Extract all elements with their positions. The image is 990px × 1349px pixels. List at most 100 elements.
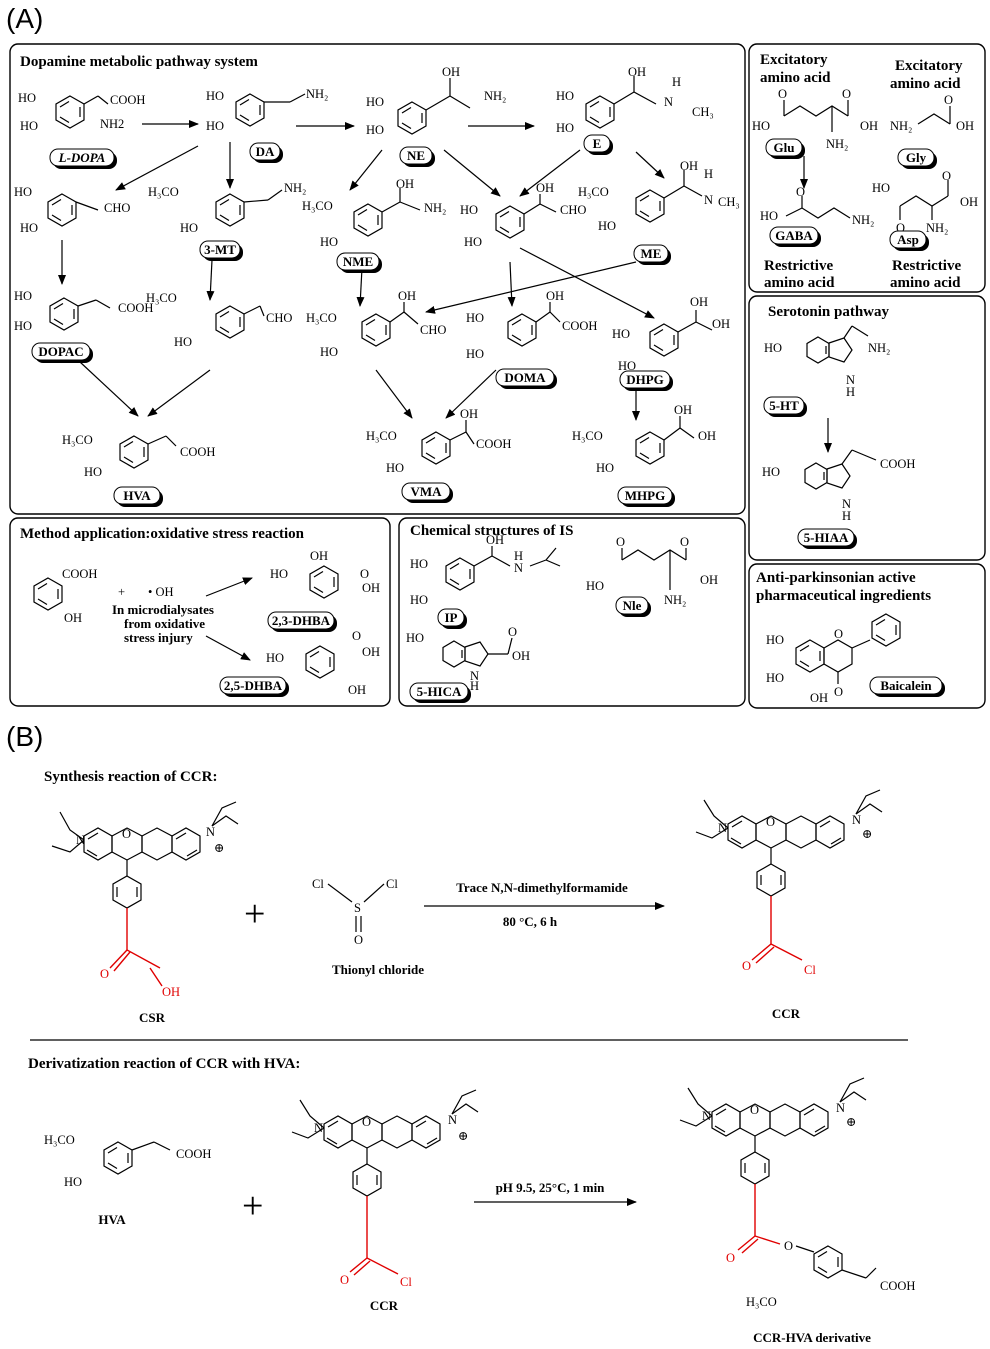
tag-baicalein: Baicalein bbox=[869, 676, 945, 697]
dopac-structure: HO HO COOH bbox=[14, 289, 153, 333]
oxidative-box bbox=[9, 517, 391, 707]
synthesis-title: Synthesis reaction of CCR: bbox=[44, 769, 217, 785]
svg-text:H: H bbox=[672, 75, 681, 89]
synthesis-condition-1: Trace N,N-dimethylformamide bbox=[456, 880, 628, 895]
svg-text:Gly: Gly bbox=[906, 150, 927, 165]
svg-text:NH₂: NH₂ bbox=[664, 593, 686, 607]
svg-text:CHO: CHO bbox=[420, 323, 446, 337]
svg-text:OH: OH bbox=[712, 317, 730, 331]
restrictive-title-1b: amino acid bbox=[764, 275, 835, 291]
svg-text:COOH: COOH bbox=[562, 319, 597, 333]
tag-me: ME bbox=[633, 244, 671, 265]
svg-text:O: O bbox=[742, 959, 751, 973]
svg-text:OH: OH bbox=[536, 181, 554, 195]
svg-text:NH₂: NH₂ bbox=[424, 201, 446, 215]
svg-text:HO: HO bbox=[84, 465, 102, 479]
svg-text:OH: OH bbox=[64, 611, 82, 625]
svg-text:N: N bbox=[702, 1109, 711, 1123]
svg-text:OH: OH bbox=[362, 645, 380, 659]
svg-text:N: N bbox=[206, 825, 215, 839]
svg-text:O: O bbox=[834, 685, 843, 699]
svg-text:N: N bbox=[76, 833, 85, 847]
svg-text:NME: NME bbox=[343, 254, 373, 269]
svg-text:CHO: CHO bbox=[560, 203, 586, 217]
gly-structure: NH₂ O OH bbox=[890, 93, 974, 133]
svg-text:⊕: ⊕ bbox=[862, 827, 872, 841]
tag-doma: DOMA bbox=[495, 368, 557, 389]
tag-25dhba: 2,5-DHBA bbox=[219, 676, 289, 697]
tag-dopac: DOPAC bbox=[31, 342, 93, 363]
svg-text:O: O bbox=[122, 827, 131, 841]
svg-text:OH: OH bbox=[460, 407, 478, 421]
svg-text:OH: OH bbox=[960, 195, 978, 209]
svg-text:NE: NE bbox=[407, 148, 425, 163]
svg-text:HO: HO bbox=[760, 209, 778, 223]
ccr-product-structure: O N N ⊕ O Cl bbox=[695, 789, 883, 977]
panel-a-label: (A) bbox=[6, 3, 43, 34]
tag-5hica: 5-HICA bbox=[409, 682, 471, 703]
svg-text:HO: HO bbox=[14, 319, 32, 333]
svg-text:DOPAC: DOPAC bbox=[38, 344, 83, 359]
ccr-hva-structure: O N N ⊕ O O H₃CO COOH bbox=[679, 1077, 915, 1309]
svg-text:O: O bbox=[616, 535, 625, 549]
svg-text:NH₂: NH₂ bbox=[890, 119, 912, 133]
is-box bbox=[398, 517, 746, 707]
excitatory-box bbox=[748, 43, 986, 293]
svg-text:S: S bbox=[354, 901, 361, 915]
svg-text:⊕: ⊕ bbox=[846, 1115, 856, 1129]
mopegal-structure: H₃CO HO OH CHO bbox=[306, 289, 446, 359]
salicylic-structure: COOH OH bbox=[33, 567, 97, 625]
tag-glu: Glu bbox=[765, 138, 805, 159]
svg-text:MHPG: MHPG bbox=[625, 488, 665, 503]
svg-text:OH: OH bbox=[628, 65, 646, 79]
svg-text:VMA: VMA bbox=[410, 484, 442, 499]
svg-text:CHO: CHO bbox=[266, 311, 292, 325]
svg-text:OH: OH bbox=[810, 691, 828, 705]
svg-text:NH₂: NH₂ bbox=[926, 221, 948, 235]
svg-text:Asp: Asp bbox=[897, 232, 919, 247]
dopamine-arrows bbox=[58, 120, 665, 421]
svg-text:HO: HO bbox=[464, 235, 482, 249]
dhba25-structure: HO O OH OH bbox=[266, 629, 380, 697]
svg-text:N: N bbox=[718, 821, 727, 835]
svg-text:H₃CO: H₃CO bbox=[572, 429, 603, 443]
svg-text:N: N bbox=[448, 1113, 457, 1127]
svg-text:H₃CO: H₃CO bbox=[146, 291, 177, 305]
tag-dhpg: DHPG bbox=[619, 370, 673, 391]
tag-nme: NME bbox=[336, 252, 382, 273]
svg-text:N: N bbox=[842, 497, 851, 511]
tag-ldopa: L-DOPA bbox=[49, 148, 117, 169]
svg-text:OH: OH bbox=[310, 549, 328, 563]
mhpg-structure: H₃CO HO OH OH bbox=[572, 403, 716, 475]
oxidative-plus: + bbox=[118, 585, 125, 599]
dopamine-box-title: Dopamine metabolic pathway system bbox=[20, 54, 258, 70]
svg-text:NH₂: NH₂ bbox=[826, 137, 848, 151]
svg-text:HO: HO bbox=[206, 119, 224, 133]
svg-text:N: N bbox=[704, 193, 713, 207]
glu-structure: HO O O OH NH₂ bbox=[752, 87, 878, 151]
svg-text:HVA: HVA bbox=[123, 488, 151, 503]
tag-e: E bbox=[583, 134, 613, 155]
svg-text:OH: OH bbox=[486, 533, 504, 547]
svg-text:NH2: NH2 bbox=[100, 117, 124, 131]
tag-nle: Nle bbox=[615, 596, 651, 617]
arrow-to-23dhba bbox=[205, 577, 253, 597]
svg-text:HO: HO bbox=[320, 345, 338, 359]
svg-text:COOH: COOH bbox=[880, 457, 915, 471]
restrictive-title-1a: Restrictive bbox=[764, 258, 833, 274]
svg-text:H: H bbox=[846, 385, 855, 399]
excitatory-title-2b: amino acid bbox=[890, 76, 961, 92]
baicalein-structure: HO HO OH O O bbox=[766, 613, 901, 705]
svg-text:Cl: Cl bbox=[312, 877, 324, 891]
svg-text:OH: OH bbox=[546, 289, 564, 303]
svg-text:HO: HO bbox=[320, 235, 338, 249]
svg-text:HO: HO bbox=[266, 651, 284, 665]
svg-text:COOH: COOH bbox=[476, 437, 511, 451]
svg-text:HO: HO bbox=[410, 593, 428, 607]
svg-text:HO: HO bbox=[618, 359, 636, 373]
svg-text:O: O bbox=[354, 933, 363, 947]
restrictive-title-2a: Restrictive bbox=[892, 258, 961, 274]
tag-gly: Gly bbox=[897, 148, 937, 169]
svg-text:NH₂: NH₂ bbox=[868, 341, 890, 355]
svg-text:OH: OH bbox=[674, 403, 692, 417]
